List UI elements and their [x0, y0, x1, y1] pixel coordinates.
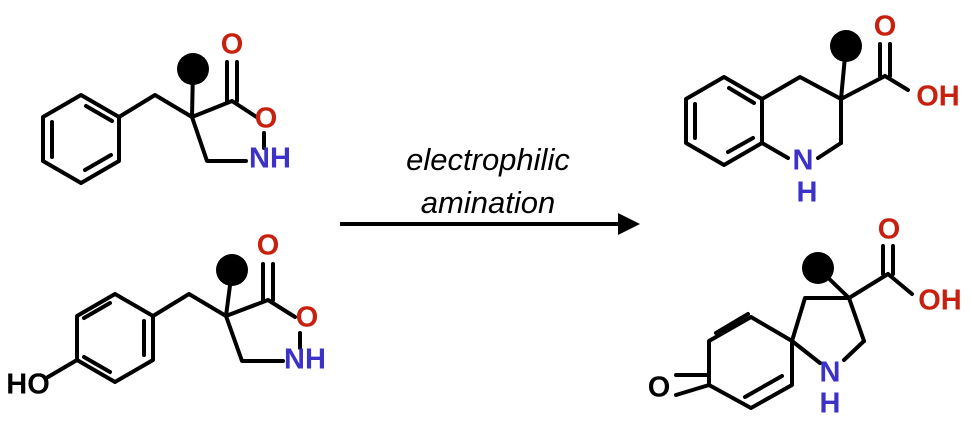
p1-acid-bond — [839, 74, 887, 101]
r2-methyl-dot — [216, 254, 248, 286]
r2-benzyl-bond — [151, 292, 228, 318]
r1-benzyl-bond — [117, 93, 194, 119]
p1-benzene-inner-bonds — [693, 86, 756, 154]
p2-hydroxyl: OH — [918, 285, 962, 317]
p2-spiro-n-bond — [790, 339, 822, 365]
condition-line-2: amination — [421, 185, 555, 220]
p1-oh-bond — [883, 74, 910, 92]
reactant-1-benzyl-isoxazolidinone: O O NH — [41, 29, 291, 185]
p1-ring-nh-right — [816, 141, 843, 160]
p2-carbonyl-o: O — [878, 214, 901, 246]
r2-ring-bonds — [224, 298, 297, 319]
p1-hydroxyl: OH — [916, 81, 960, 113]
product-2-spirocyclic-dienone-acid: O N H O OH — [648, 214, 962, 420]
p1-carbonyl-o: O — [874, 11, 897, 43]
r1-ring-bonds — [190, 99, 260, 120]
p2-ketone-o: O — [648, 372, 671, 404]
p1-ring-nh-left — [760, 141, 790, 160]
p1-amine-n: N — [793, 145, 814, 177]
r1-carbonyl-o: O — [221, 29, 244, 61]
p1-methyl-dot — [830, 30, 862, 62]
p2-pyrrolidine-bonds — [790, 296, 866, 343]
p1-benzene-ring — [684, 75, 764, 167]
p2-amine-h: H — [820, 388, 841, 420]
r1-methyl-dot — [177, 53, 209, 85]
product-1-tetrahydroquinoline-acid: N H O OH — [684, 11, 960, 209]
p2-ring-n-right — [842, 339, 866, 362]
r1-ring-bonds-lower — [190, 115, 248, 163]
p1-ring-bonds — [760, 75, 843, 145]
p1-amine-h: H — [797, 177, 818, 209]
reactant-2-hydroxybenzyl-isoxazolidinone: HO O O NH — [6, 230, 326, 401]
condition-line-1: electrophilic — [406, 142, 570, 177]
r1-benzene-inner-bonds — [50, 104, 114, 172]
p2-amine-n: N — [820, 357, 841, 389]
r2-ring-nh: NH — [284, 344, 326, 376]
r2-hydroxyl-bond — [46, 358, 79, 379]
r2-hydroxyl: HO — [6, 369, 50, 401]
r2-benzene-ring — [75, 292, 155, 384]
arrow-head — [618, 213, 640, 235]
r1-ring-o: O — [255, 103, 278, 135]
r2-ring-bonds-lower — [224, 314, 285, 363]
p2-dienone-inner-bonds — [714, 312, 784, 399]
p2-methyl-dot — [802, 252, 834, 284]
r2-benzene-inner-bonds — [82, 301, 146, 374]
p2-oh-bond — [886, 272, 914, 296]
r1-benzene-ring — [41, 93, 121, 185]
reaction-arrow: electrophilic amination — [340, 142, 640, 235]
r1-ring-nh: NH — [249, 143, 291, 175]
p2-acid-bond — [847, 272, 890, 300]
r2-carbonyl-o: O — [257, 230, 280, 262]
r2-ring-o: O — [296, 302, 319, 334]
